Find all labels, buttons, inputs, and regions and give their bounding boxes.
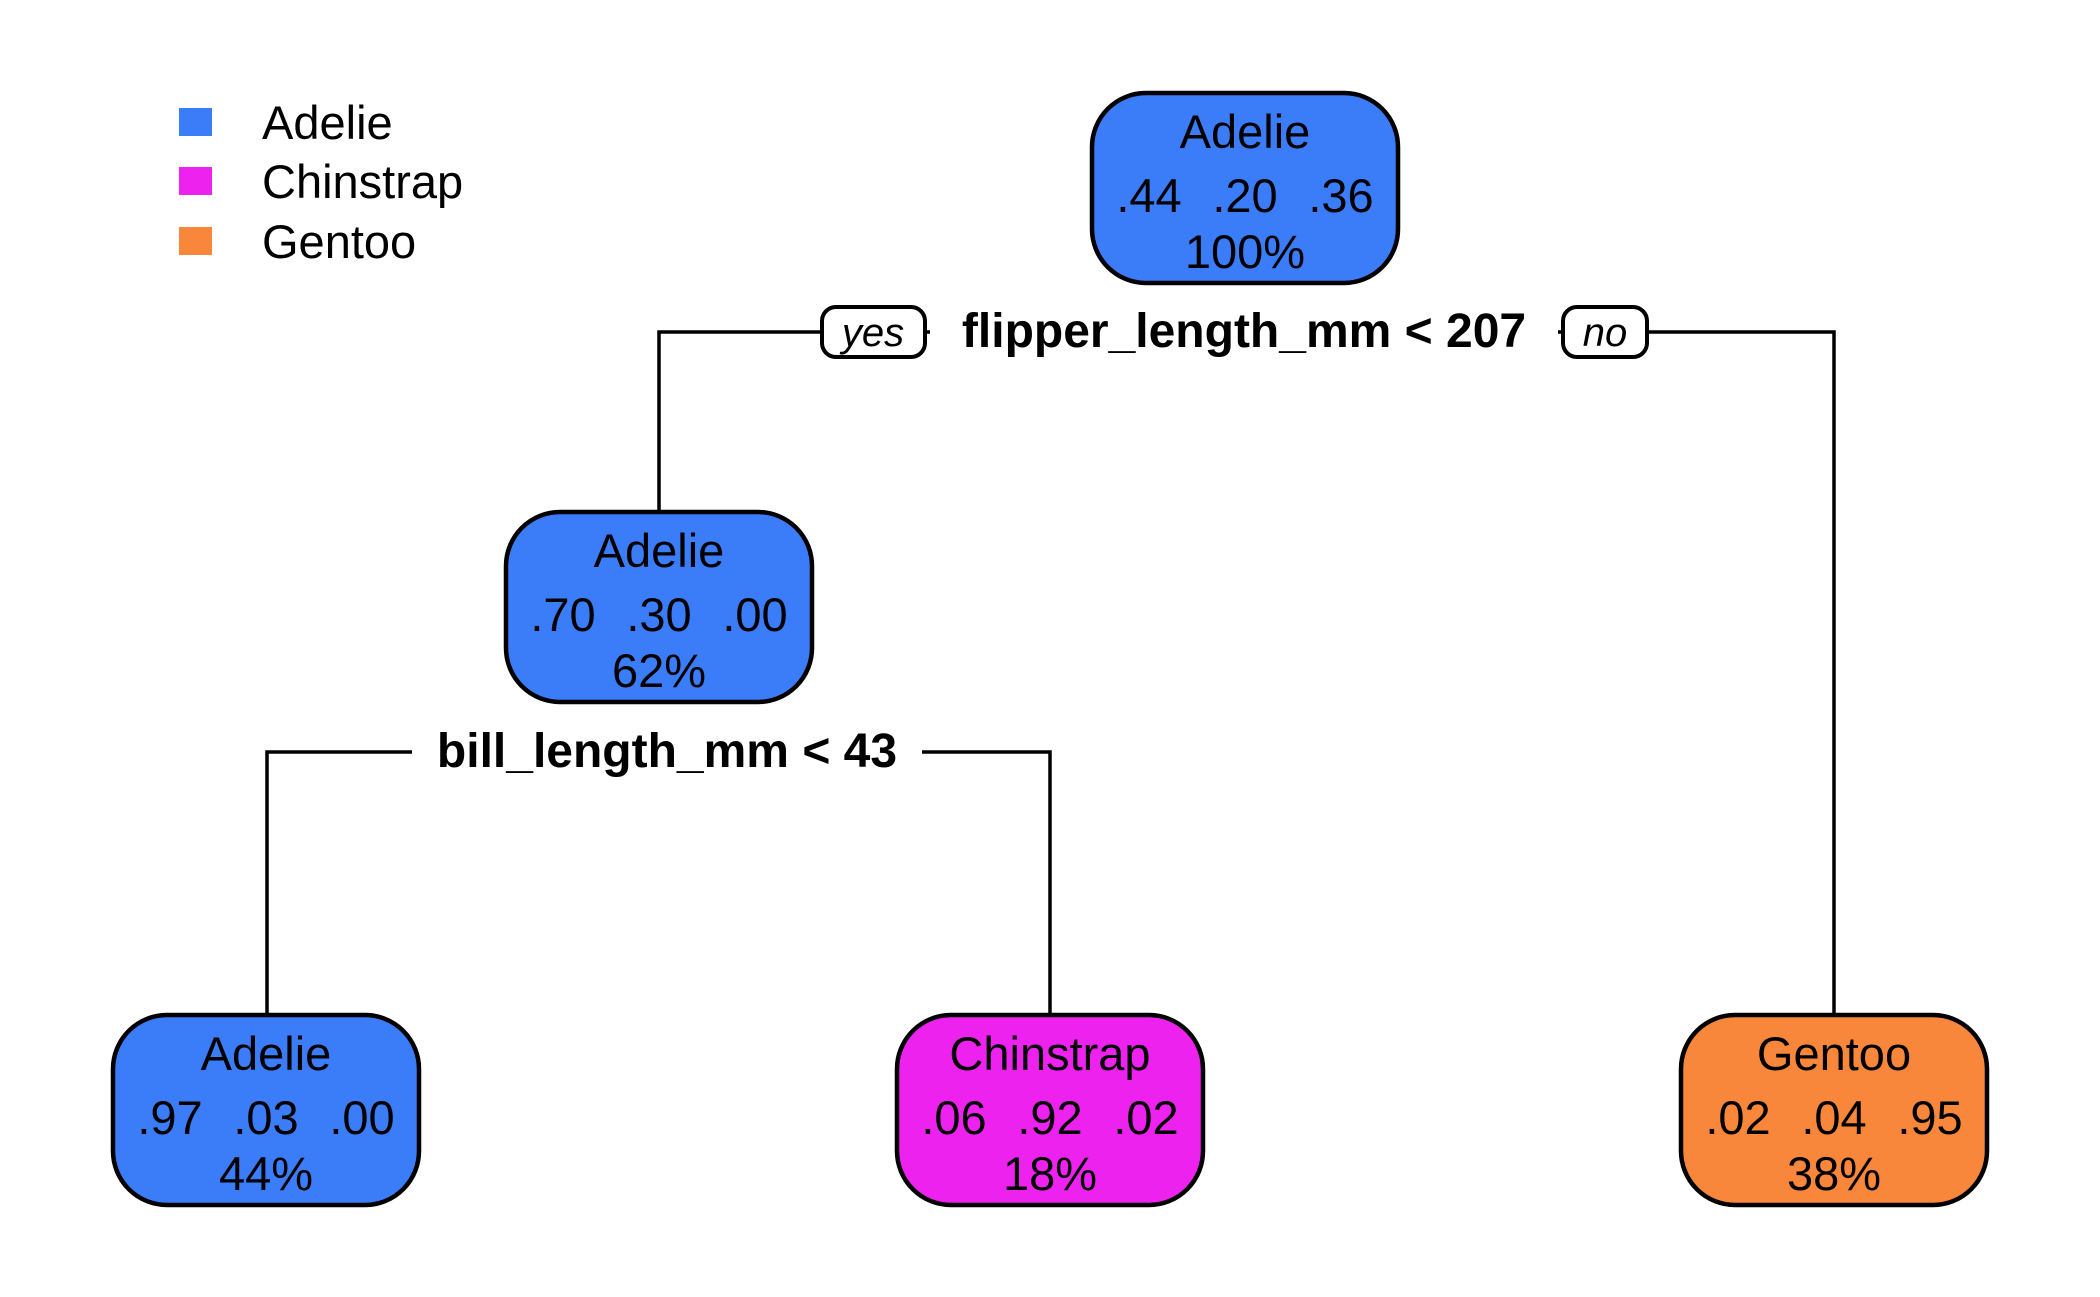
- node-root-prob-chinstrap: .20: [1212, 169, 1277, 222]
- node-leaf-right-prob-gentoo: .95: [1897, 1091, 1962, 1144]
- node-internal-prob-gentoo: .00: [722, 588, 787, 641]
- legend-label-chinstrap: Chinstrap: [262, 155, 463, 208]
- split-root-condition: flipper_length_mm < 207: [962, 305, 1526, 358]
- node-leaf-left-class: Adelie: [201, 1027, 332, 1080]
- node-leaf-left-box: [110, 1012, 422, 1208]
- no-badge: [1561, 305, 1649, 359]
- node-leaf-right: Gentoo .02 .04 .95 38%: [1678, 1012, 1990, 1208]
- node-root-class: Adelie: [1180, 105, 1311, 158]
- node-root: Adelie .44 .20 .36 100%: [1089, 90, 1401, 286]
- legend-swatch-gentoo: [179, 227, 212, 255]
- yes-badge-label: yes: [839, 311, 904, 355]
- node-leaf-right-prob-chinstrap: .04: [1801, 1091, 1866, 1144]
- node-leaf-middle-class: Chinstrap: [949, 1027, 1150, 1080]
- node-internal-class: Adelie: [594, 524, 725, 577]
- node-leaf-right-prob-adelie: .02: [1705, 1091, 1770, 1144]
- node-leaf-right-coverage: 38%: [1787, 1147, 1881, 1200]
- legend-swatch-adelie: [179, 108, 212, 136]
- node-internal: Adelie .70 .30 .00 62%: [503, 509, 815, 705]
- node-leaf-middle-prob-adelie: .06: [921, 1091, 986, 1144]
- edge-internal-left-branch: [265, 750, 412, 1015]
- split-internal: bill_length_mm < 43: [437, 725, 897, 778]
- node-leaf-left-prob-gentoo: .00: [329, 1091, 394, 1144]
- yes-badge: [820, 305, 927, 359]
- node-internal-box: [503, 509, 815, 705]
- node-leaf-middle-prob-gentoo: .02: [1113, 1091, 1178, 1144]
- node-internal-prob-chinstrap: .30: [626, 588, 691, 641]
- node-internal-prob-adelie: .70: [530, 588, 595, 641]
- split-root: yes flipper_length_mm < 207 no: [820, 305, 1649, 359]
- node-root-prob-gentoo: .36: [1308, 169, 1373, 222]
- node-leaf-left-coverage: 44%: [219, 1147, 313, 1200]
- legend-label-adelie: Adelie: [262, 96, 393, 149]
- node-leaf-right-class: Gentoo: [1757, 1027, 1911, 1080]
- legend: Adelie Chinstrap Gentoo: [179, 96, 463, 268]
- node-leaf-middle: Chinstrap .06 .92 .02 18%: [894, 1012, 1206, 1208]
- edge-no-branch: [1558, 330, 1836, 1015]
- node-internal-coverage: 62%: [612, 644, 706, 697]
- split-internal-condition: bill_length_mm < 43: [437, 725, 897, 778]
- edge-internal-right-branch: [922, 750, 1052, 1015]
- node-leaf-left-prob-chinstrap: .03: [233, 1091, 298, 1144]
- tree-edges: [265, 330, 1836, 1015]
- node-leaf-left-prob-adelie: .97: [137, 1091, 202, 1144]
- node-leaf-right-box: [1678, 1012, 1990, 1208]
- node-leaf-middle-box: [894, 1012, 1206, 1208]
- legend-swatch-chinstrap: [179, 167, 212, 195]
- node-root-coverage: 100%: [1185, 225, 1305, 278]
- legend-label-gentoo: Gentoo: [262, 215, 416, 268]
- node-leaf-middle-coverage: 18%: [1003, 1147, 1097, 1200]
- node-root-prob-adelie: .44: [1116, 169, 1181, 222]
- node-leaf-left: Adelie .97 .03 .00 44%: [110, 1012, 422, 1208]
- no-badge-label: no: [1583, 311, 1628, 355]
- node-leaf-middle-prob-chinstrap: .92: [1017, 1091, 1082, 1144]
- node-root-box: [1089, 90, 1401, 286]
